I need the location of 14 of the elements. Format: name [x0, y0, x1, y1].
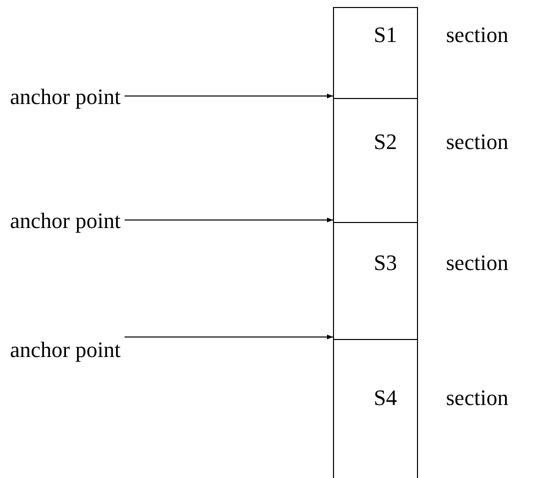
anchor-label: anchor point: [10, 337, 121, 363]
section-id: S1: [374, 22, 397, 48]
arrow: [124, 218, 334, 222]
arrow: [124, 94, 334, 98]
anchor-label: anchor point: [10, 84, 121, 110]
anchor-label: anchor point: [10, 208, 121, 234]
section-label: section: [446, 385, 508, 411]
section-label: section: [446, 250, 508, 276]
arrow: [124, 334, 334, 340]
section-id: S2: [374, 129, 397, 155]
section-id: S4: [374, 385, 397, 411]
section-id: S3: [374, 250, 397, 276]
section-label: section: [446, 129, 508, 155]
section-label: section: [446, 22, 508, 48]
